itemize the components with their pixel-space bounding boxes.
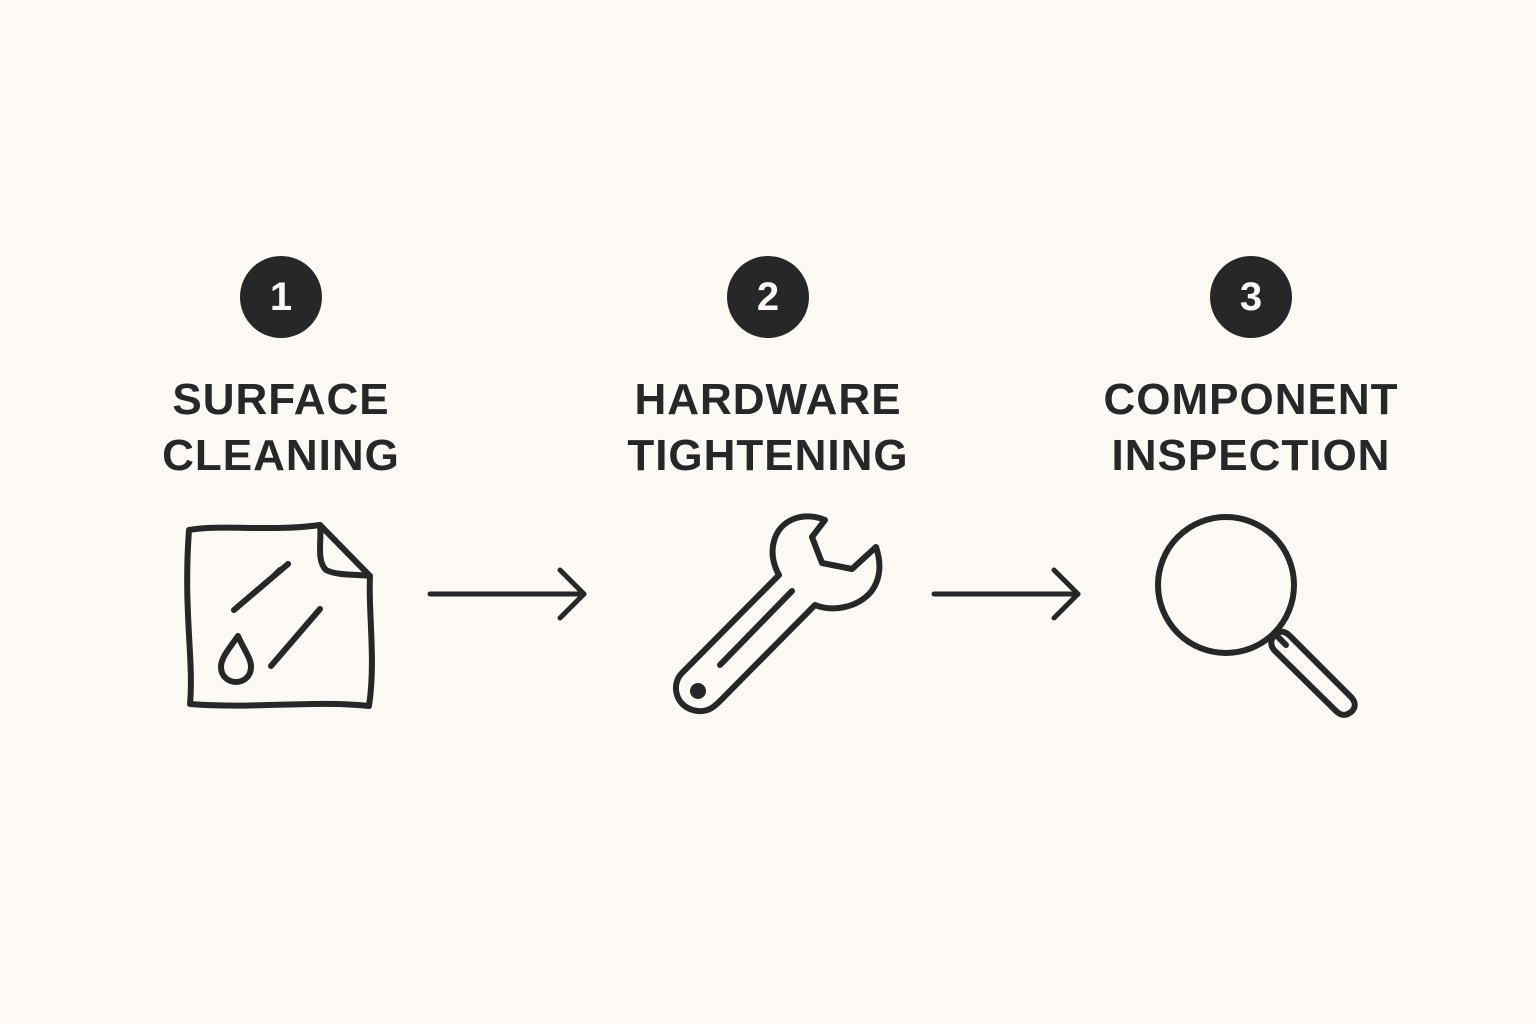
step-number-badge: 2 — [727, 256, 809, 338]
step-title-line1: HARDWARE — [634, 375, 902, 424]
step-title-line2: INSPECTION — [1111, 431, 1391, 480]
step-title: SURFACE CLEANING — [162, 372, 400, 484]
wrench-icon — [664, 505, 886, 719]
step-title-line1: COMPONENT — [1103, 375, 1399, 424]
step-number-badge: 3 — [1210, 256, 1292, 338]
arrow-right-icon — [424, 562, 594, 631]
step-surface-cleaning: 1 SURFACE CLEANING — [101, 256, 461, 484]
step-number-badge: 1 — [240, 256, 322, 338]
step-component-inspection: 3 COMPONENT INSPECTION — [1071, 256, 1431, 484]
step-number: 2 — [756, 275, 780, 319]
arrow-right-icon — [928, 562, 1098, 631]
step-title-line2: CLEANING — [162, 431, 400, 480]
step-number: 1 — [269, 275, 293, 319]
step-number: 3 — [1239, 275, 1263, 319]
step-title: COMPONENT INSPECTION — [1104, 372, 1399, 484]
step-title-line1: SURFACE — [172, 375, 390, 424]
magnifying-glass-icon — [1146, 505, 1366, 725]
cloth-icon — [176, 510, 380, 716]
step-title: HARDWARE TIGHTENING — [627, 372, 908, 484]
step-hardware-tightening: 2 HARDWARE TIGHTENING — [588, 256, 948, 484]
step-title-line2: TIGHTENING — [627, 431, 909, 480]
